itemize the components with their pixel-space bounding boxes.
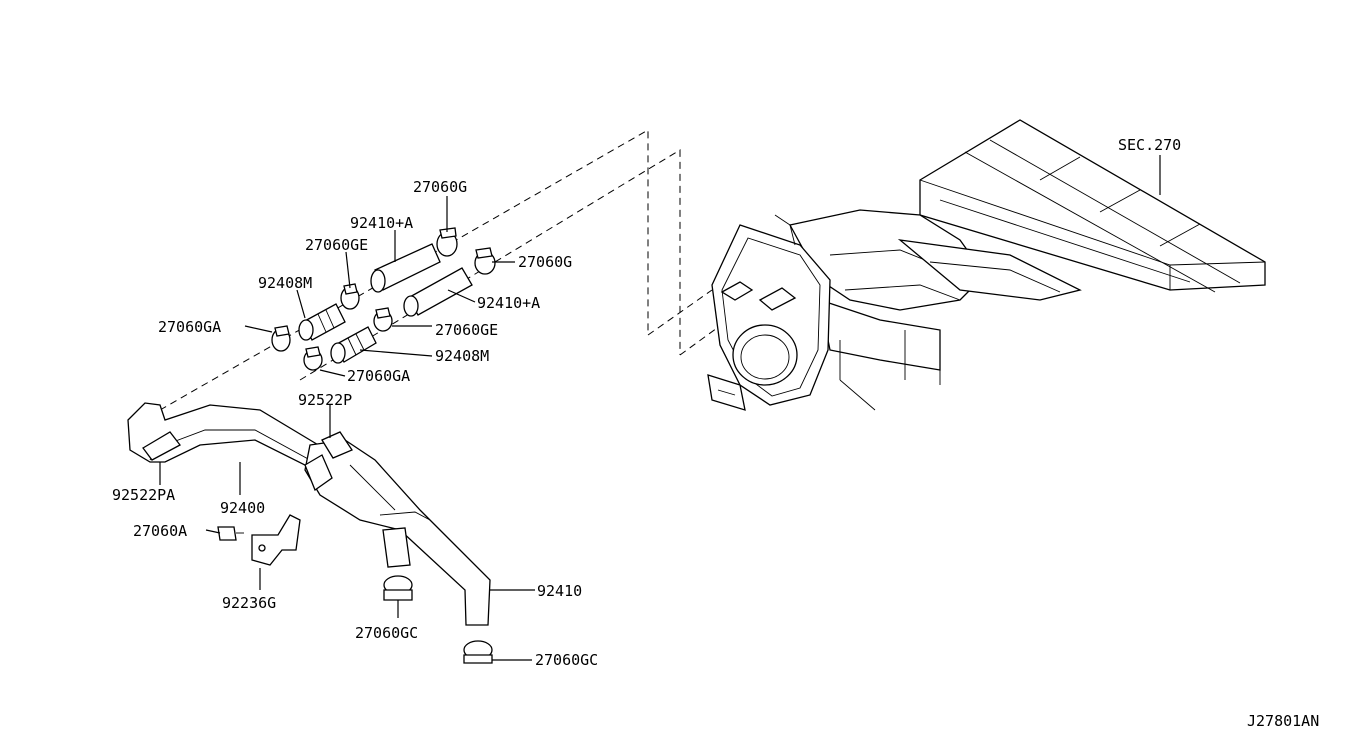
callout-labels: 27060G 92410+A 27060GE 27060G 92408M 924… [112, 136, 1319, 730]
label-92408M-right: 92408M [435, 347, 489, 365]
clamp-27060GC-left [383, 575, 413, 601]
label-92522PA: 92522PA [112, 486, 175, 504]
clamp-27060G-right [474, 247, 496, 275]
label-92236G: 92236G [222, 594, 276, 612]
clamp-27060GC-right [463, 640, 493, 664]
label-27060G-right: 27060G [518, 253, 572, 271]
projection-lines [159, 129, 729, 411]
upper-hose-group [271, 227, 496, 371]
label-27060GE-top: 27060GE [305, 236, 368, 254]
clamp-27060GE-lower [373, 307, 393, 332]
label-27060GE-right: 27060GE [435, 321, 498, 339]
label-92410: 92410 [537, 582, 582, 600]
clamp-27060GA-upper [271, 325, 291, 352]
label-27060GA-bottom: 27060GA [347, 367, 410, 385]
label-92400: 92400 [220, 499, 265, 517]
main-hose-assembly [127, 402, 493, 664]
label-27060GC-right: 27060GC [535, 651, 598, 669]
label-section-ref: SEC.270 [1118, 136, 1181, 154]
label-92410A-right: 92410+A [477, 294, 540, 312]
bolt-27060A [217, 526, 244, 541]
label-92522P: 92522P [298, 391, 352, 409]
clip-92522PA [142, 431, 181, 461]
label-27060GC-left: 27060GC [355, 624, 418, 642]
intake-manifold-assembly [707, 119, 1266, 411]
leader-lines [159, 155, 1161, 661]
label-92410A-top: 92410+A [350, 214, 413, 232]
diagram-id: J27801AN [1247, 712, 1319, 730]
clamp-92522P [304, 431, 353, 492]
bracket-92236G [251, 514, 301, 566]
hose-92410A-upper [370, 243, 441, 293]
label-27060G-top: 27060G [413, 178, 467, 196]
hose-92408M-upper [298, 303, 346, 341]
clamp-27060G-top [436, 227, 458, 257]
hose-92408M-lower [330, 326, 377, 364]
clamp-27060GE-upper [340, 283, 360, 310]
hose-92410A-lower [403, 267, 473, 317]
label-27060GA-left: 27060GA [158, 318, 221, 336]
label-27060A: 27060A [133, 522, 187, 540]
clamp-27060GA-lower [303, 346, 323, 371]
label-92408M-top: 92408M [258, 274, 312, 292]
